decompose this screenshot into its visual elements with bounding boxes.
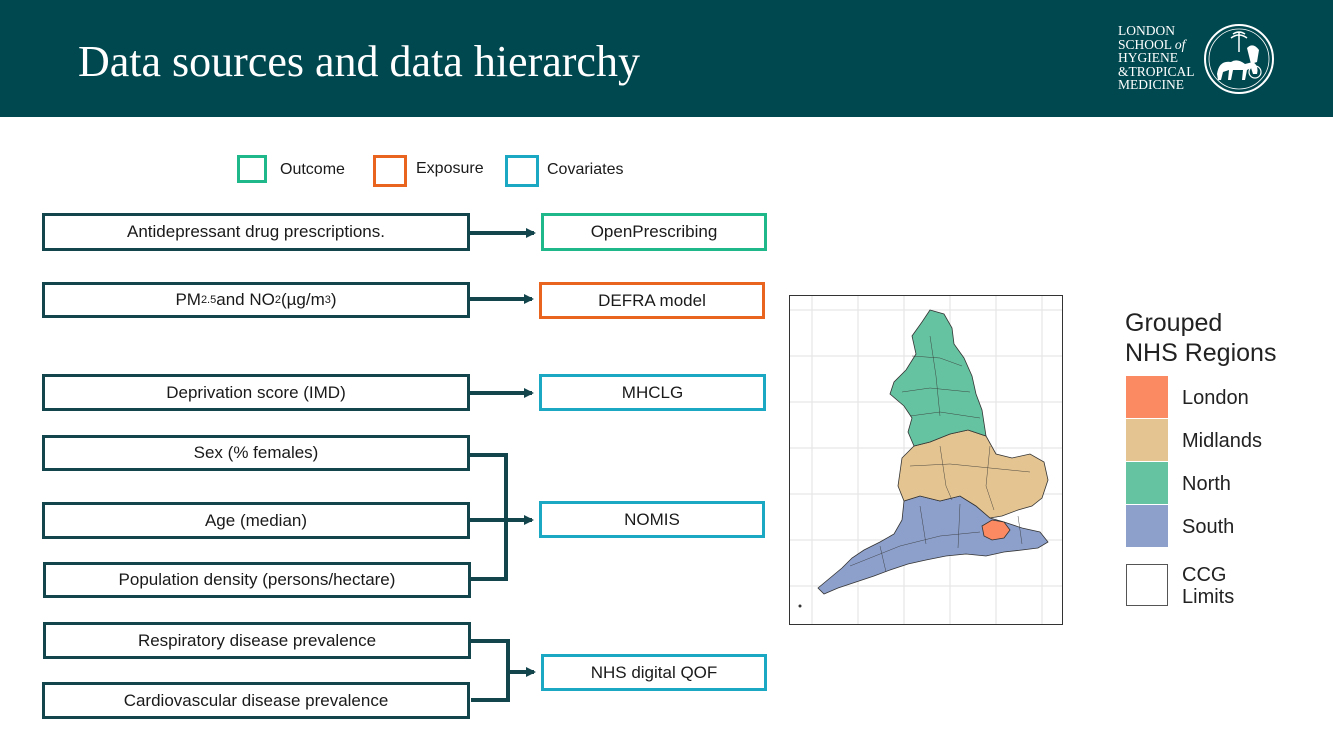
openprescribing-box: OpenPrescribing [541, 213, 767, 251]
north-swatch [1126, 462, 1168, 504]
mhclg-box: MHCLG [539, 374, 766, 411]
north-label: North [1182, 473, 1231, 495]
map-drawing [790, 296, 1062, 624]
nhs-qof-box: NHS digital QOF [541, 654, 767, 691]
header-bar: Data sources and data hierarchy LONDON S… [0, 0, 1333, 117]
age-box: Age (median) [42, 502, 470, 539]
england-ccg-map [789, 295, 1063, 625]
covariates-swatch [505, 155, 539, 187]
respiratory-box: Respiratory disease prevalence [43, 622, 471, 659]
legend-exposure-label: Exposure [416, 160, 484, 177]
exposure-swatch [373, 155, 407, 187]
defra-box: DEFRA model [539, 282, 765, 319]
outcome-swatch [237, 155, 267, 183]
north-region [889, 309, 987, 447]
midlands-label: Midlands [1182, 430, 1263, 452]
lshtm-logo-text: LONDON SCHOOL of HYGIENE &TROPICAL MEDIC… [1118, 23, 1195, 92]
density-box: Population density (persons/hectare) [43, 562, 471, 598]
nomis-box: NOMIS [539, 501, 765, 538]
london-region [981, 519, 1011, 541]
south-swatch [1126, 505, 1168, 547]
south-label: South [1182, 516, 1235, 538]
deprivation-box: Deprivation score (IMD) [42, 374, 470, 411]
ccg-limits-swatch [1126, 564, 1168, 606]
legend-covariates-label: Covariates [547, 161, 624, 178]
lshtm-crest-icon [1204, 24, 1274, 94]
legend-outcome-label: Outcome [280, 161, 345, 178]
london-swatch [1126, 376, 1168, 418]
cardiovascular-box: Cardiovascular disease prevalence [42, 682, 470, 719]
london-label: London [1182, 387, 1249, 409]
antidepressant-box: Antidepressant drug prescriptions. [42, 213, 470, 251]
page-title: Data sources and data hierarchy [78, 37, 640, 86]
sex-box: Sex (% females) [42, 435, 470, 471]
midlands-swatch [1126, 419, 1168, 461]
map-legend-title: Grouped NHS Regions [1125, 309, 1277, 367]
ccg-limits-label: CCG Limits [1182, 564, 1235, 608]
